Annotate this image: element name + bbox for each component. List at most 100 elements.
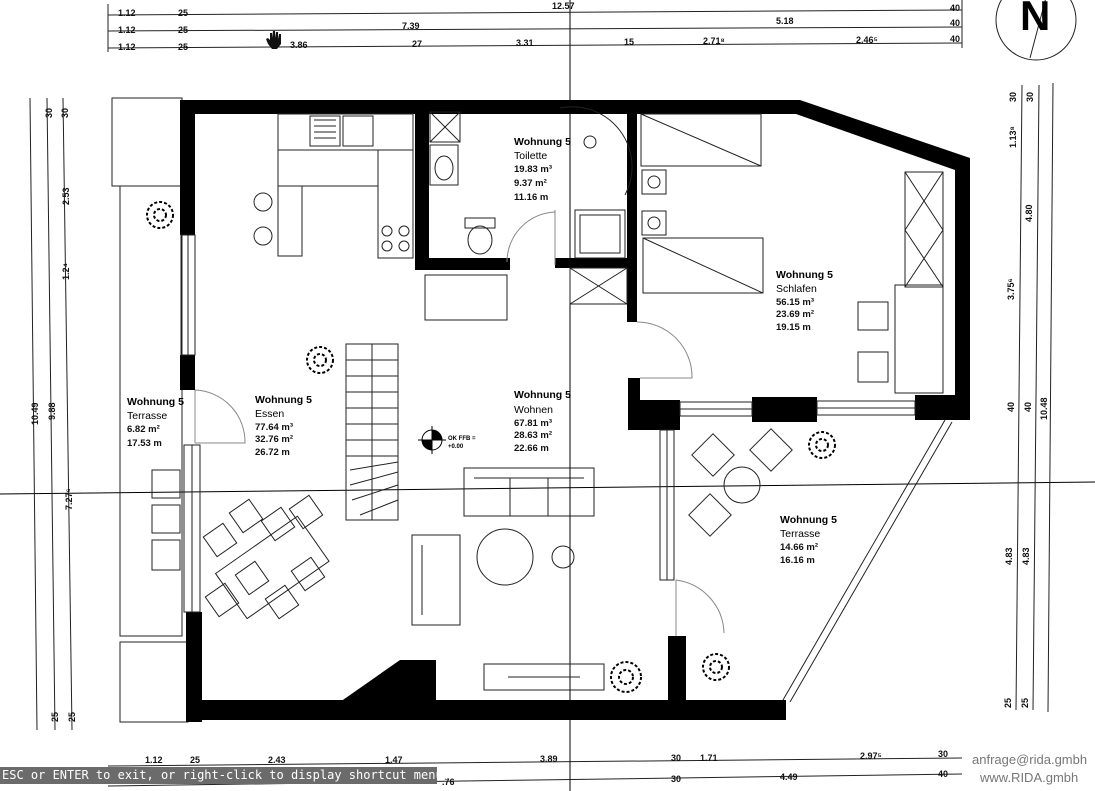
dim-label: 7.27⁶ bbox=[64, 488, 74, 510]
dim-label: 3.86 bbox=[290, 40, 308, 50]
dim-label: 1.12 bbox=[118, 8, 136, 18]
dim-label: 25 bbox=[178, 25, 188, 35]
hand-pan-icon bbox=[266, 31, 281, 49]
dim-label: 15 bbox=[624, 37, 634, 47]
dim-label: 30 bbox=[1025, 92, 1035, 102]
dim-label: 30 bbox=[60, 108, 70, 118]
svg-text:14.66 m²: 14.66 m² bbox=[780, 542, 818, 553]
dim-label: 25 bbox=[50, 712, 60, 722]
right-dimension-labels: 30 1.13⁸ 3.75⁶ 40 4.83 25 30 4.80 40 4.8… bbox=[1003, 92, 1049, 708]
svg-text:19.15 m: 19.15 m bbox=[776, 322, 811, 333]
svg-text:6.82 m²: 6.82 m² bbox=[127, 424, 160, 435]
svg-text:67.81 m³: 67.81 m³ bbox=[514, 418, 552, 429]
svg-text:Wohnen: Wohnen bbox=[514, 404, 553, 416]
svg-text:32.76 m²: 32.76 m² bbox=[255, 434, 293, 445]
dim-label: 3.75⁶ bbox=[1006, 278, 1016, 300]
windows bbox=[180, 234, 916, 613]
dim-label: 25 bbox=[1020, 698, 1030, 708]
dim-label: .76 bbox=[442, 777, 455, 787]
dim-label: 25 bbox=[190, 755, 200, 765]
svg-text:17.53 m: 17.53 m bbox=[127, 438, 162, 449]
north-label: N bbox=[1020, 0, 1050, 39]
svg-text:11.16 m: 11.16 m bbox=[514, 192, 548, 203]
svg-text:9.37 m²: 9.37 m² bbox=[514, 178, 547, 189]
dim-label: 25 bbox=[67, 712, 77, 722]
dim-label: 40 bbox=[950, 18, 960, 28]
dim-label: 1.71 bbox=[700, 753, 718, 763]
dim-label: 25 bbox=[178, 8, 188, 18]
svg-text:26.72 m: 26.72 m bbox=[255, 447, 290, 458]
left-dimension-lines bbox=[29, 97, 73, 731]
dim-label: 2.71⁸ bbox=[703, 36, 725, 46]
room-label-toilette: Wohnung 5 Toilette 19.83 m³ 9.37 m² 11.1… bbox=[514, 136, 571, 203]
command-status-bar: ESC or ENTER to exit, or right-click to … bbox=[0, 767, 450, 784]
svg-text:Terrasse: Terrasse bbox=[780, 528, 820, 540]
north-arrow-icon bbox=[995, 0, 1077, 61]
kitchen-counter bbox=[253, 113, 414, 259]
dim-label: 7.39 bbox=[402, 21, 420, 31]
dim-label: 2.97⁵ bbox=[860, 751, 882, 761]
watermark-web: www.RIDA.gmbh bbox=[980, 770, 1079, 785]
svg-text:16.16 m: 16.16 m bbox=[780, 555, 815, 566]
dim-label: 1.12 bbox=[118, 25, 136, 35]
svg-text:Toilette: Toilette bbox=[514, 150, 547, 162]
room-label-schlafen: Wohnung 5 Schlafen 56.15 m³ 23.69 m² 19.… bbox=[776, 269, 833, 333]
dim-label: 1.12 bbox=[118, 42, 136, 52]
dim-label: 2.46⁵ bbox=[856, 35, 878, 45]
room-label-wohnen: Wohnung 5 Wohnen 67.81 m³ 28.63 m² 22.66… bbox=[514, 389, 571, 454]
dim-label: 4.49 bbox=[780, 772, 798, 782]
dim-label: 5.18 bbox=[776, 16, 794, 26]
dim-label: 27 bbox=[412, 39, 422, 49]
dim-label: 30 bbox=[671, 774, 681, 784]
walls bbox=[180, 100, 970, 722]
svg-text:Wohnung 5: Wohnung 5 bbox=[514, 136, 571, 148]
watermark-email: anfrage@rida.gmbh bbox=[972, 752, 1088, 767]
svg-text:Wohnung 5: Wohnung 5 bbox=[514, 389, 571, 401]
dim-label: 30 bbox=[938, 749, 948, 759]
dim-label: 40 bbox=[950, 3, 960, 13]
dim-label: 4.83 bbox=[1021, 547, 1031, 565]
dim-label: 3.89 bbox=[540, 754, 558, 764]
dim-label: 10.48 bbox=[1039, 397, 1049, 420]
svg-text:Essen: Essen bbox=[255, 408, 284, 420]
dim-label: 9.88 bbox=[47, 402, 57, 420]
dim-label: 4.83 bbox=[1004, 547, 1014, 565]
dim-label: 3.31 bbox=[516, 38, 534, 48]
svg-text:Wohnung 5: Wohnung 5 bbox=[780, 514, 837, 526]
bedroom-furniture bbox=[640, 113, 944, 394]
level-marker-icon bbox=[418, 426, 446, 454]
svg-text:23.69 m²: 23.69 m² bbox=[776, 309, 814, 320]
right-dimension-lines bbox=[1015, 82, 1054, 713]
top-dimension-lines bbox=[107, 0, 963, 52]
plant-icons bbox=[146, 201, 836, 693]
left-dimension-labels: 10.49 30 9.88 25 30 2.53 1.2⁴ 7.27⁶ 25 bbox=[30, 108, 77, 722]
level-value: +0.00 bbox=[448, 444, 464, 450]
staircase bbox=[345, 343, 399, 521]
svg-text:56.15 m³: 56.15 m³ bbox=[776, 297, 814, 308]
dim-label: 40 bbox=[938, 769, 948, 779]
doors bbox=[194, 210, 725, 636]
room-label-terrasse-east: Wohnung 5 Terrasse 14.66 m² 16.16 m bbox=[780, 514, 837, 566]
room-label-essen: Wohnung 5 Essen 77.64 m³ 32.76 m² 26.72 … bbox=[255, 394, 312, 458]
dim-label: 40 bbox=[950, 34, 960, 44]
dim-label: 30 bbox=[1008, 92, 1018, 102]
svg-text:Wohnung 5: Wohnung 5 bbox=[776, 269, 833, 281]
dim-label: 2.43 bbox=[268, 755, 286, 765]
dim-label: 40 bbox=[1023, 402, 1033, 412]
dim-label: 25 bbox=[1003, 698, 1013, 708]
dim-label: 25 bbox=[178, 42, 188, 52]
dim-label: 1.12 bbox=[145, 755, 163, 765]
level-label: OK FFB = bbox=[448, 436, 476, 442]
svg-text:28.63 m²: 28.63 m² bbox=[514, 430, 552, 441]
dim-label: 1.13⁸ bbox=[1008, 126, 1018, 148]
dim-label: 30 bbox=[44, 108, 54, 118]
dim-label: 2.53 bbox=[61, 187, 71, 205]
dim-label: 10.49 bbox=[30, 402, 40, 425]
dim-label: 40 bbox=[1006, 402, 1016, 412]
living-furniture bbox=[151, 428, 793, 691]
svg-text:Terrasse: Terrasse bbox=[127, 410, 167, 422]
bottom-dimension-lines bbox=[107, 757, 963, 787]
toilet-fixtures bbox=[424, 106, 633, 321]
dim-label: 1.47 bbox=[385, 755, 403, 765]
